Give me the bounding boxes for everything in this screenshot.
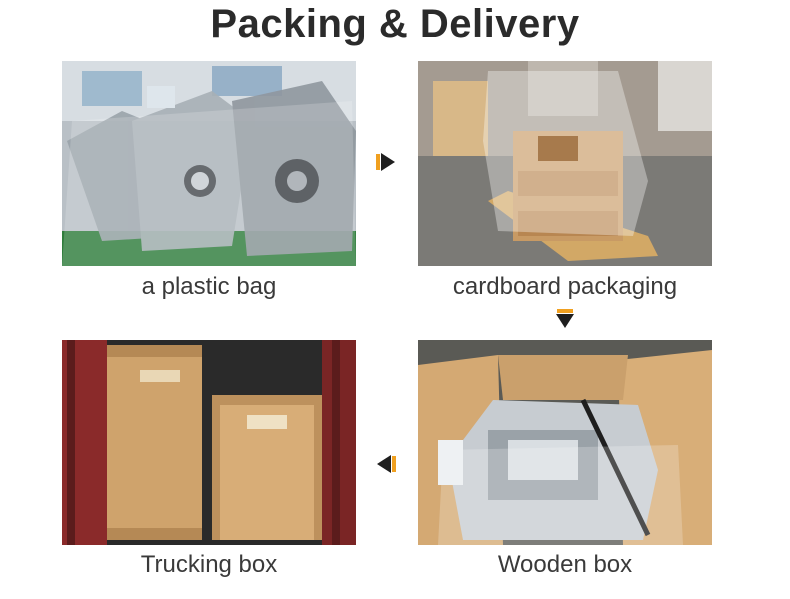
page-title: Packing & Delivery (210, 2, 580, 46)
caption-trucking-box: Trucking box (140, 551, 278, 578)
caption-plastic-bag: a plastic bag (141, 273, 277, 300)
arrow-left-icon (377, 455, 396, 473)
arrow-right-icon (376, 153, 395, 171)
photo-cardboard-packaging (418, 61, 712, 266)
photo-trucking-box (62, 340, 356, 545)
photo-wooden-box (418, 340, 712, 545)
caption-wooden-box: Wooden box (497, 551, 633, 578)
photo-plastic-bag (62, 61, 356, 266)
caption-cardboard-packaging: cardboard packaging (452, 273, 678, 300)
arrow-down-icon (556, 309, 574, 328)
